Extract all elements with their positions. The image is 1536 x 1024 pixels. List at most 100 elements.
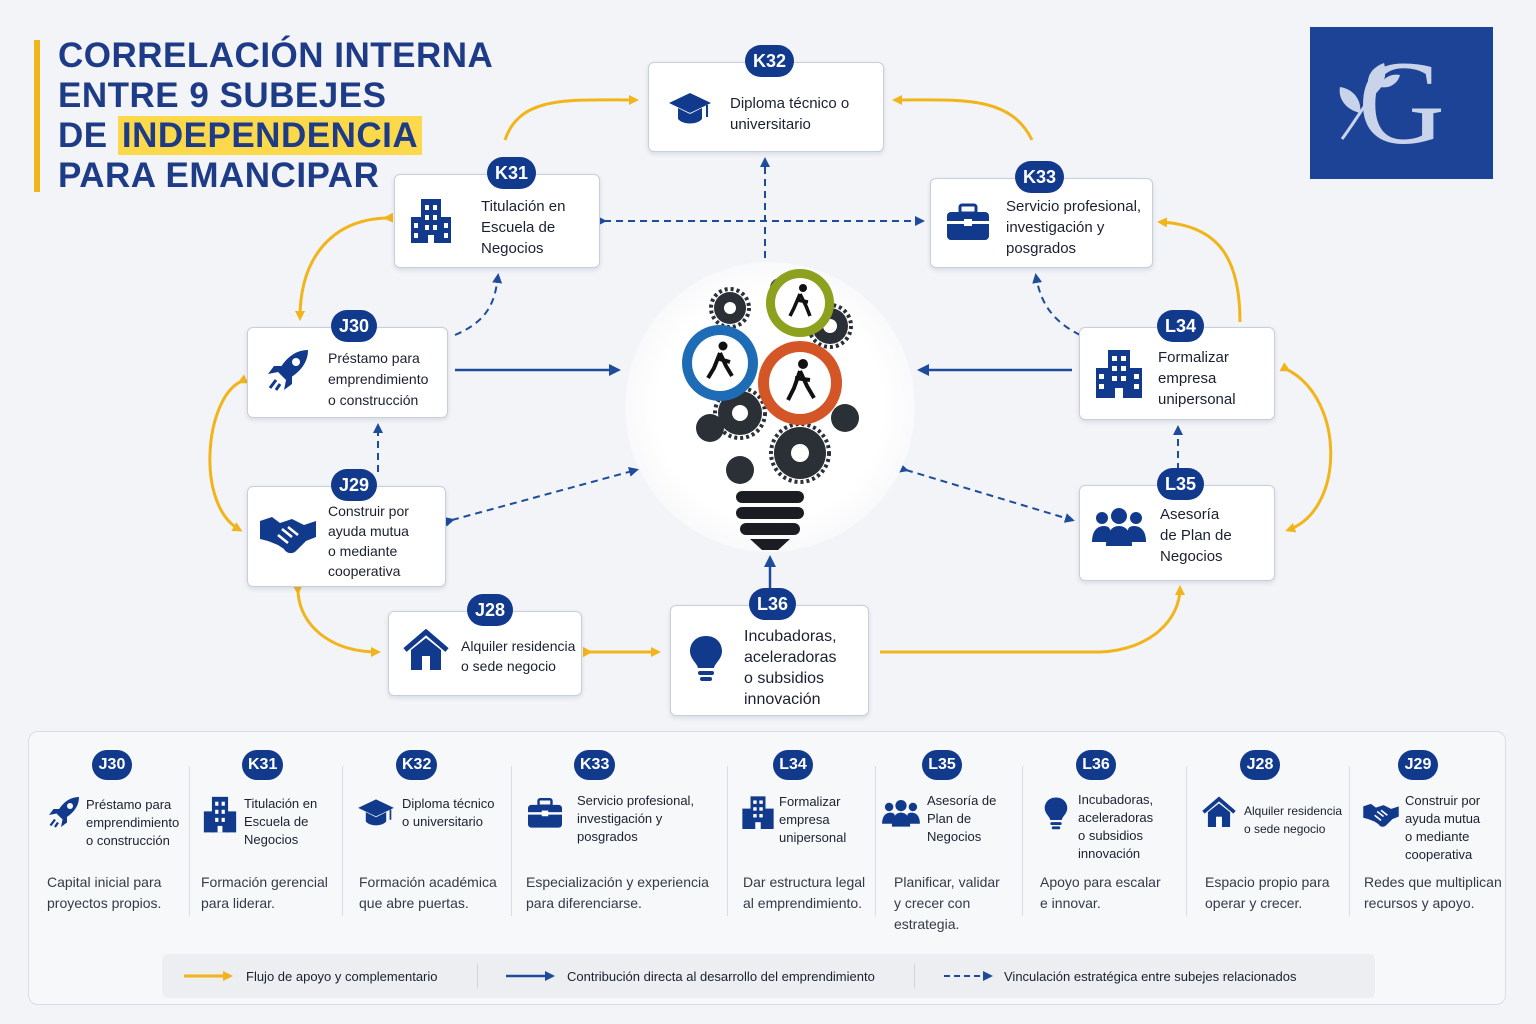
summary-desc-line: Especialización y experiencia — [526, 874, 709, 890]
node-j29-line-1: Construir por — [328, 503, 409, 519]
node-k33-line-1: Servicio profesional, — [1006, 198, 1142, 215]
node-j29-line-4: cooperativa — [328, 563, 401, 579]
summary-title-line: o universitario — [402, 814, 483, 829]
node-l34[interactable]: L34 Formalizar empresa unipersonal — [1079, 310, 1275, 420]
summary-title-line: Titulación en — [244, 796, 318, 811]
node-j29-badge: J29 — [331, 469, 378, 501]
node-k32-badge: K32 — [745, 45, 795, 77]
node-j30[interactable]: J30 Préstamo para emprendimiento o const… — [247, 310, 448, 418]
group-icon — [1092, 508, 1146, 546]
node-l35[interactable]: L35 Asesoría de Plan de Negocios — [1079, 468, 1275, 581]
summary-column-l36: L36 Incubadoras, aceleradoras o subsidio… — [1036, 750, 1182, 911]
summary-title-line: o subsidios — [1078, 828, 1144, 843]
summary-title-line: Escuela de — [244, 814, 309, 829]
title-accent-bar — [34, 40, 40, 192]
summary-desc-line: para liderar. — [201, 895, 275, 911]
logo-letter: G — [1358, 36, 1445, 169]
summary-title-line: Negocios — [927, 829, 982, 844]
node-k32-line-1: Diploma técnico o — [730, 95, 850, 112]
summary-column-l34: L34 Formalizar empresa unipersonal Dar e… — [741, 750, 871, 911]
logo: G — [1310, 27, 1493, 179]
building-icon — [203, 796, 237, 833]
legend-navy-label: Contribución directa al desarrollo del e… — [567, 969, 875, 984]
column-divider — [1022, 766, 1023, 916]
summary-badge: K33 — [574, 750, 616, 780]
node-k31[interactable]: K31 Titulación en Escuela de Negocios — [394, 157, 600, 268]
node-k33[interactable]: K33 Servicio profesional, investigación … — [930, 161, 1153, 268]
summary-desc-line: operar y crecer. — [1205, 895, 1303, 911]
summary-title-line: Construir por — [1405, 793, 1481, 808]
node-l35-badge: L35 — [1157, 468, 1205, 500]
summary-desc-line: Apoyo para escalar — [1040, 874, 1161, 890]
rocket-icon — [268, 350, 308, 391]
house-icon — [1202, 796, 1236, 828]
summary-title-line: unipersonal — [779, 830, 847, 845]
summary-title-line: Asesoría de — [927, 793, 997, 808]
summary-title-line: investigación y — [577, 811, 663, 826]
title-line-2: ENTRE 9 SUBEJES — [58, 76, 387, 115]
summary-column-k32: K32 Diploma técnico o universitario Form… — [354, 750, 506, 911]
briefcase-icon — [947, 203, 989, 240]
summary-badge: J30 — [92, 750, 132, 780]
graduation-cap-icon — [358, 799, 394, 826]
summary-column-k33: K33 Servicio profesional, investigación … — [524, 750, 722, 911]
node-l34-line-3: unipersonal — [1158, 391, 1236, 408]
handshake-icon — [260, 517, 316, 554]
summary-title-line: empresa — [779, 812, 830, 827]
node-k32-line-2: universitario — [730, 116, 811, 133]
summary-title-line: cooperativa — [1405, 847, 1473, 862]
house-icon — [403, 628, 449, 670]
node-l36-line-4: innovación — [744, 691, 821, 708]
building-icon — [411, 199, 451, 243]
summary-desc-line: e innovar. — [1040, 895, 1101, 911]
summary-desc-line: Dar estructura legal — [743, 874, 866, 890]
node-k32[interactable]: K32 Diploma técnico o universitario — [648, 45, 884, 152]
rocket-icon — [49, 797, 79, 828]
lightbulb-icon — [1044, 797, 1068, 830]
summary-title-line: innovación — [1078, 846, 1141, 861]
node-j28-line-2: o sede negocio — [461, 658, 556, 674]
node-j30-badge: J30 — [331, 310, 378, 342]
node-k31-line-3: Negocios — [481, 240, 544, 257]
summary-desc-line: Capital inicial para — [47, 874, 162, 890]
node-l36-line-2: aceleradoras — [744, 649, 837, 666]
node-j28-line-1: Alquiler residencia — [461, 638, 576, 654]
node-j29[interactable]: J29 Construir por ayuda mutua o mediante… — [247, 469, 446, 587]
node-k31-line-2: Escuela de — [481, 219, 556, 236]
page-title: CORRELACIÓN INTERNA ENTRE 9 SUBEJES DE I… — [58, 36, 493, 196]
legend-yellow-label: Flujo de apoyo y complementario — [246, 969, 438, 984]
node-l35-line-2: de Plan de — [1160, 527, 1232, 544]
summary-desc-line: al emprendimiento. — [743, 895, 863, 911]
node-l36-badge: L36 — [749, 588, 797, 620]
summary-title-line: posgrados — [577, 829, 638, 844]
summary-desc-line: Formación gerencial — [201, 874, 328, 890]
title-line-4: PARA EMANCIPAR — [58, 156, 380, 195]
summary-desc-line: Planificar, validar — [894, 874, 1000, 890]
node-l36[interactable]: L36 Incubadoras, aceleradoras o subsidio… — [670, 588, 869, 716]
summary-title-line: Negocios — [244, 832, 299, 847]
summary-title-line: Diploma técnico — [402, 796, 495, 811]
summary-badge: J29 — [1398, 750, 1438, 780]
column-divider — [1349, 766, 1350, 916]
summary-title-line: Formalizar — [779, 794, 841, 809]
node-l34-line-1: Formalizar — [1158, 349, 1229, 366]
title-highlight: INDEPENDENCIA — [117, 116, 423, 155]
office-building-icon — [1096, 350, 1142, 398]
column-divider — [875, 766, 876, 916]
summary-desc-line: recursos y apoyo. — [1364, 895, 1475, 911]
node-j28[interactable]: J28 Alquiler residencia o sede negocio — [388, 594, 582, 696]
graduation-cap-icon — [669, 93, 711, 124]
yellow-connectors — [208, 94, 1333, 657]
node-j30-line-1: Préstamo para — [328, 350, 420, 366]
summary-badge: L34 — [773, 750, 813, 780]
summary-column-j28: J28 Alquiler residencia o sede negocio E… — [1200, 750, 1346, 911]
summary-column-l35: L35 Asesoría de Plan de Negocios Planifi… — [882, 750, 1018, 932]
summary-desc-line: que abre puertas. — [359, 895, 469, 911]
summary-desc-line: proyectos propios. — [47, 895, 162, 911]
group-icon — [882, 800, 920, 827]
node-l35-line-1: Asesoría — [1160, 506, 1220, 523]
summary-badge: L36 — [1076, 750, 1116, 780]
summary-column-j30: J30 Préstamo para emprendimiento o const… — [44, 750, 184, 911]
node-j28-badge: J28 — [467, 594, 514, 626]
summary-title-line: emprendimiento — [86, 815, 180, 830]
